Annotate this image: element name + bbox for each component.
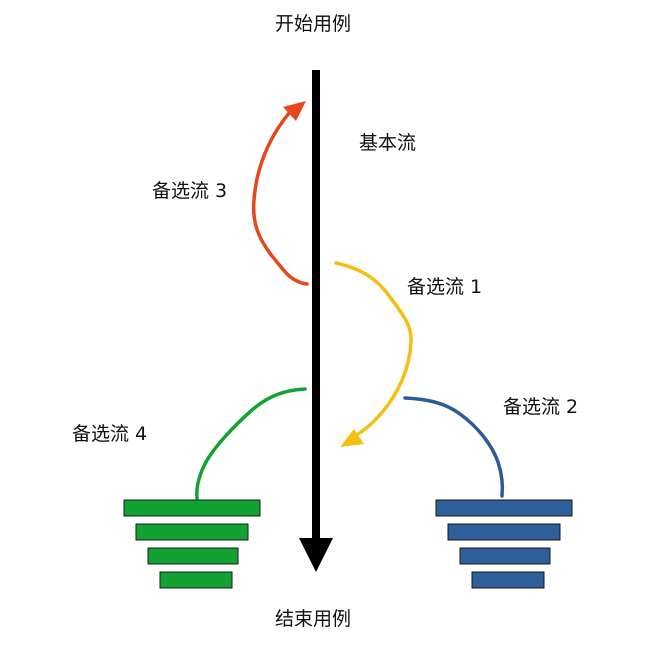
main-flow-shaft [312, 70, 320, 545]
alt-flow-4-path [195, 387, 307, 500]
alt-flow-2-bar [459, 547, 551, 565]
alt-flow-2-bar [447, 523, 561, 541]
alt-flow-1-path [334, 261, 413, 439]
alt-flow-3-arrowhead-icon [283, 101, 306, 121]
main-flow-arrow [299, 70, 333, 572]
alt-flow-3-path [251, 110, 309, 286]
alt-flow-4-bar [159, 571, 233, 589]
end-use-case-label: 结束用例 [275, 608, 351, 630]
alt-flow-4-bar [147, 547, 239, 565]
alt-flow-4-label: 备选流 4 [72, 423, 147, 445]
basic-flow-label: 基本流 [359, 132, 416, 154]
alt-flow-4-bar [123, 499, 261, 517]
alt-flow-1-label: 备选流 1 [407, 276, 482, 298]
alt-flow-2-bar [471, 571, 545, 589]
alt-flow-2-label: 备选流 2 [503, 396, 578, 418]
arrow-down-icon [299, 538, 333, 572]
alt-flow-4-bar [135, 523, 249, 541]
alt-flow-3-label: 备选流 3 [152, 180, 227, 202]
alt-flow-1-arrowhead-icon [340, 429, 364, 447]
alt-flow-1 [334, 261, 413, 447]
alt-flow-2-path [403, 396, 505, 498]
alt-flow-2 [403, 396, 573, 589]
alt-flow-3 [251, 101, 309, 286]
alt-flow-4 [123, 387, 307, 589]
start-use-case-label: 开始用例 [275, 13, 351, 35]
alt-flow-2-bar [435, 499, 573, 517]
alt-flow-2-stacked-bars-icon [435, 499, 573, 589]
alt-flow-4-stacked-bars-icon [123, 499, 261, 589]
